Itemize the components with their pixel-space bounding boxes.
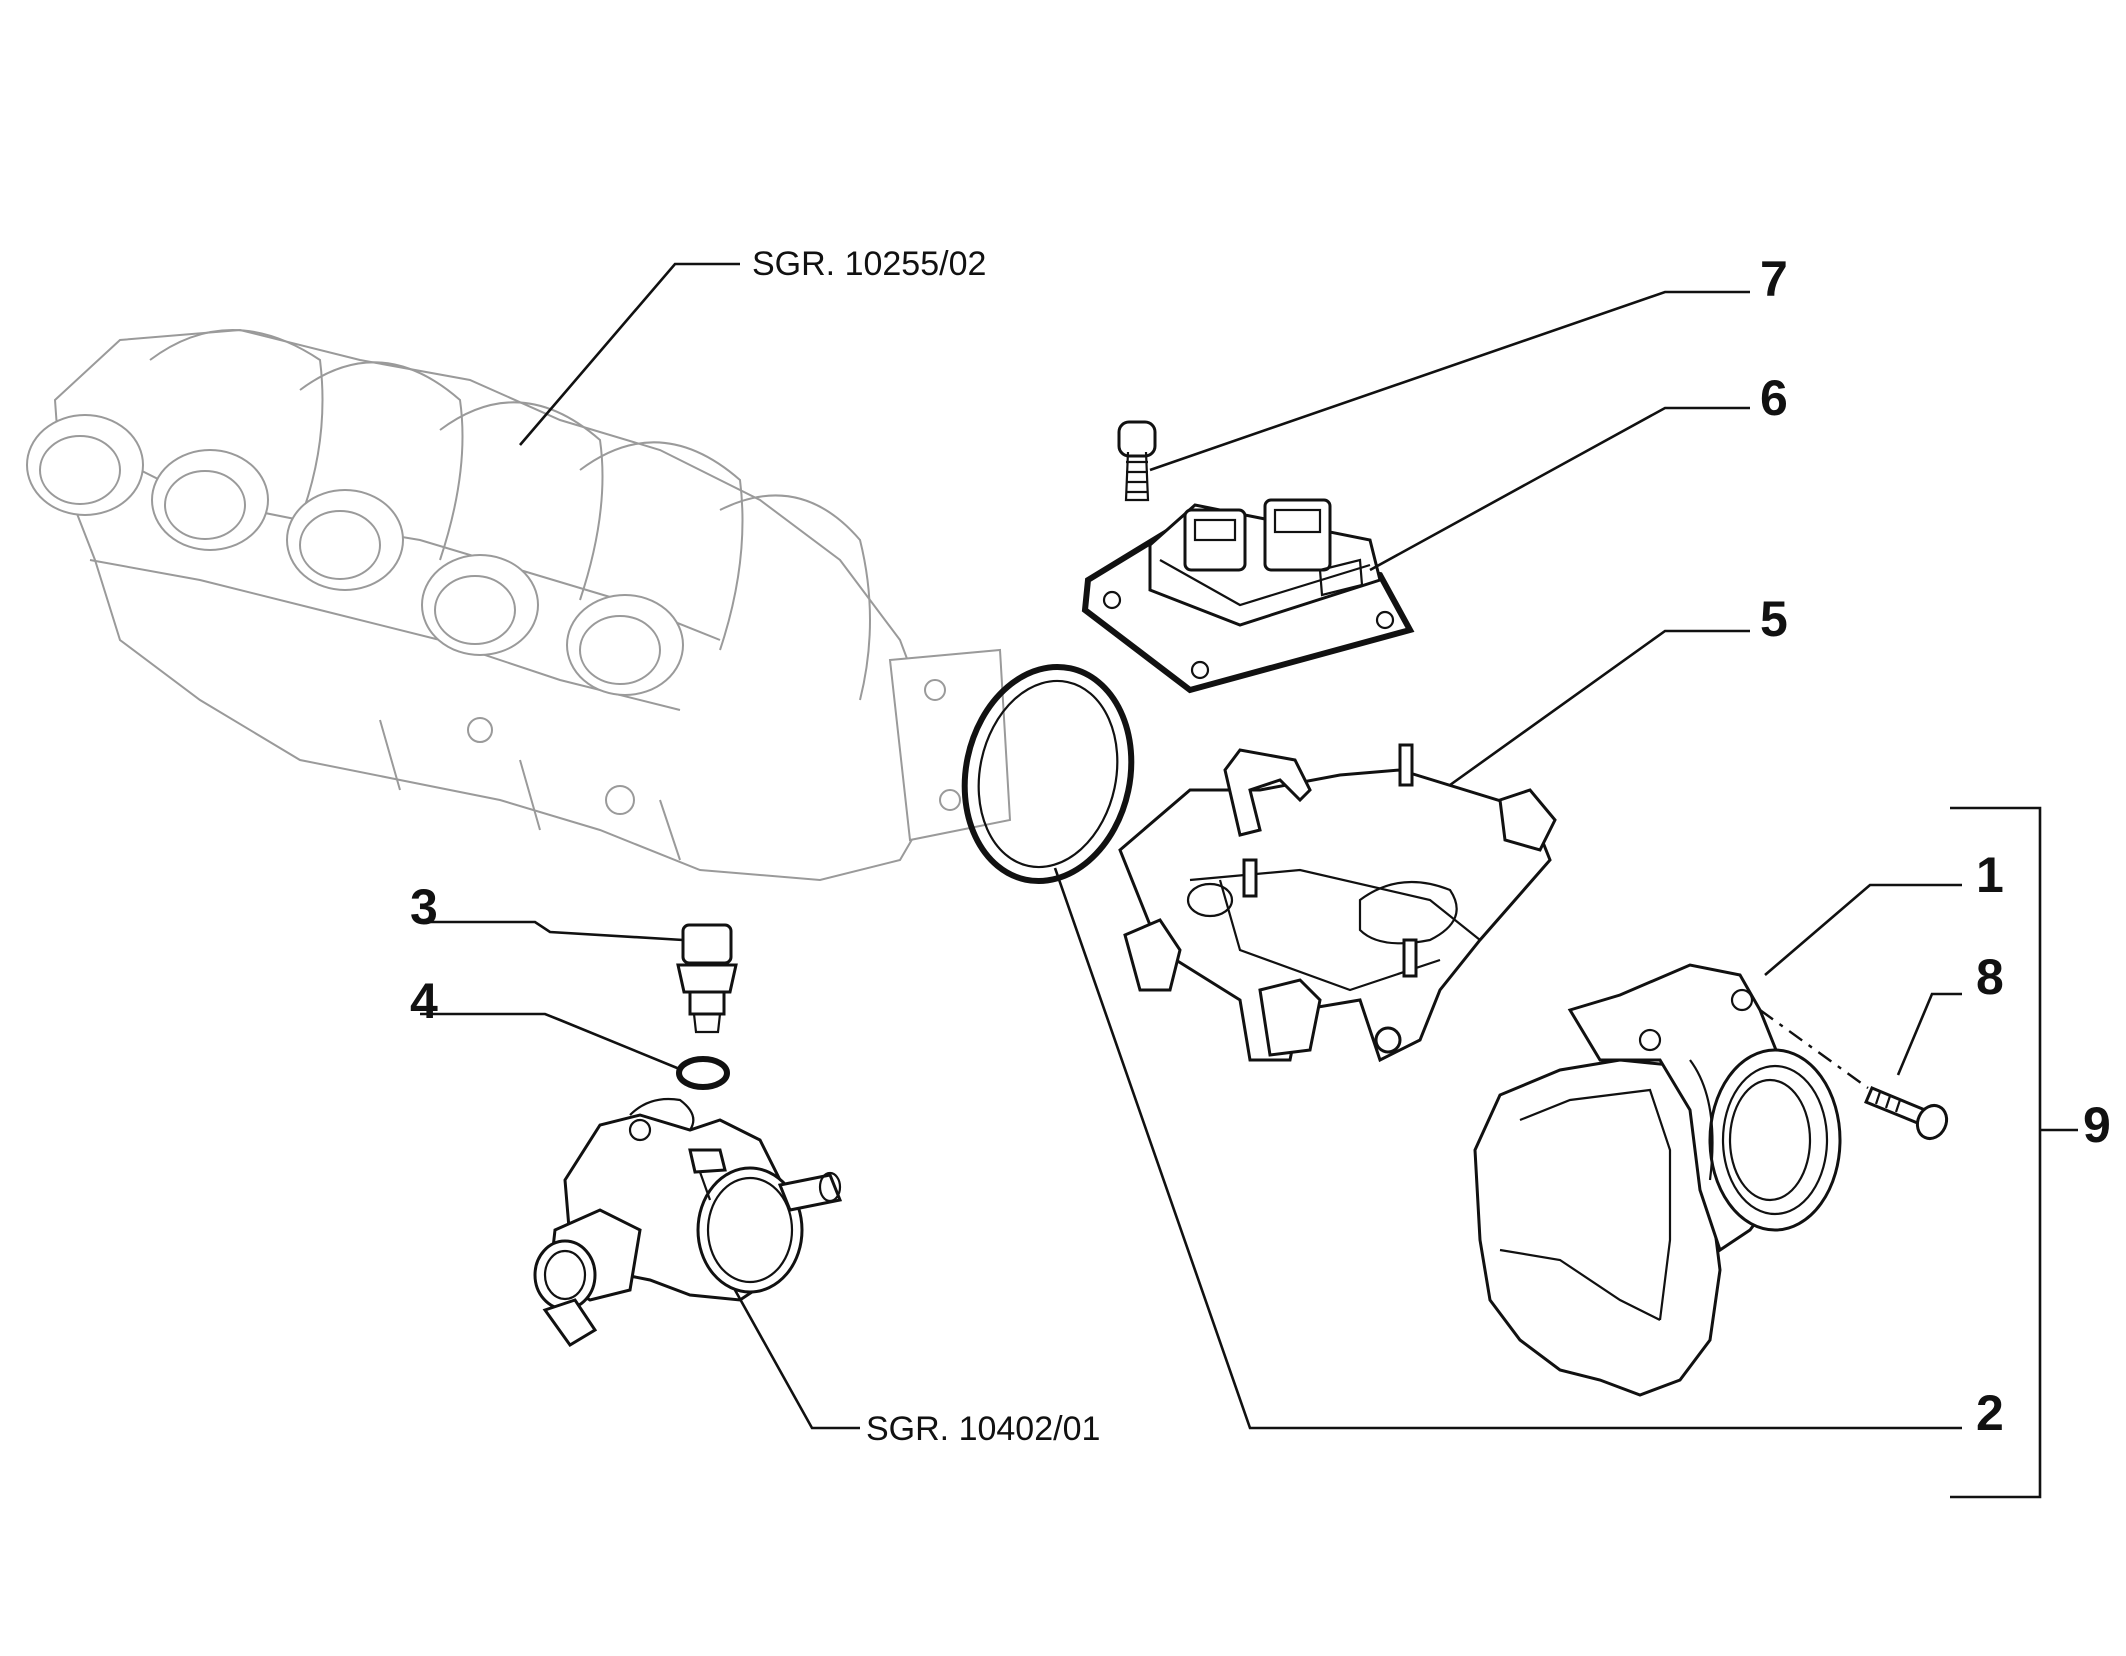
callout-6: 6 (1760, 370, 1788, 426)
leader-4 (420, 1012, 683, 1072)
leader-thermostat (733, 1289, 860, 1430)
assembly-axis (1759, 1009, 1869, 1089)
sealing-washer-4 (676, 1056, 730, 1090)
leader-8 (1896, 992, 1962, 1076)
leader-7 (1149, 290, 1750, 472)
leader-2 (1053, 867, 1962, 1430)
leader-1 (1764, 883, 1962, 976)
thermostat-housing-drawing (533, 1097, 843, 1347)
leader-6 (1369, 406, 1750, 572)
callout-8: 8 (1976, 949, 2004, 1005)
leader-3 (420, 920, 684, 942)
control-module-6 (1081, 498, 1415, 694)
intake-manifold-drawing (26, 328, 1012, 882)
ref-manifold-label: SGR. 10255/02 (752, 245, 986, 283)
callout-1: 1 (1976, 847, 2004, 903)
callout-7: 7 (1760, 251, 1788, 307)
screw-8 (1864, 1086, 1949, 1141)
callout-2: 2 (1976, 1385, 2004, 1441)
ref-thermostat-label: SGR. 10402/01 (866, 1410, 1100, 1448)
temperature-sensor-3 (676, 923, 738, 1034)
screw-7 (1117, 420, 1157, 502)
bracket-9 (1950, 806, 2042, 1499)
callout-5: 5 (1760, 591, 1788, 647)
callout-3: 3 (410, 879, 438, 935)
callout-4: 4 (410, 973, 438, 1029)
port-rings (26, 414, 684, 696)
o-ring-seal (961, 663, 1135, 885)
callout-9: 9 (2083, 1097, 2111, 1153)
leader-manifold (519, 262, 740, 446)
labels: SGR. 10255/02 SGR. 10402/01 7 6 5 1 8 9 … (410, 245, 2111, 1448)
throttle-body-1 (1473, 963, 1842, 1397)
leader-5 (1449, 629, 1750, 787)
leader-lines (420, 262, 2078, 1499)
bracket-5 (1118, 743, 1557, 1063)
